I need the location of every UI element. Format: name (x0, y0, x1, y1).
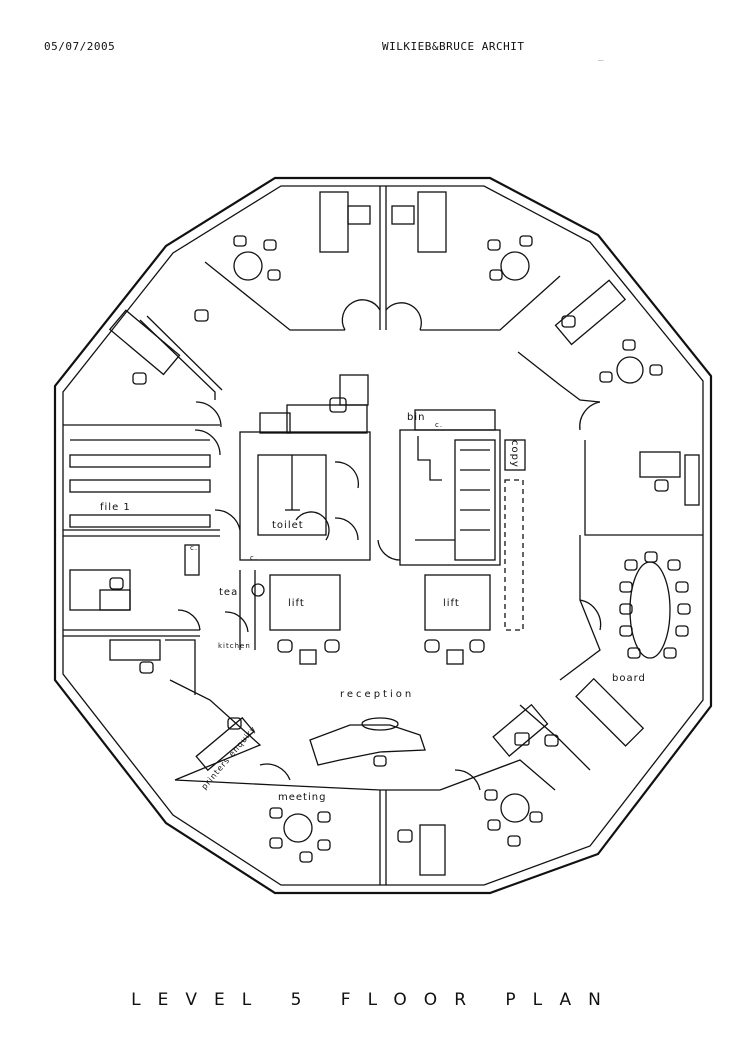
label-copy: copy (509, 440, 520, 468)
label-kitchen: kitchen (218, 642, 251, 650)
reception-desk (309, 717, 426, 767)
label-board: board (612, 673, 646, 684)
printers-bay (169, 679, 262, 781)
label-c-3: c. (435, 421, 443, 429)
label-bin: bin (407, 412, 425, 423)
plan-title: LEVEL 5 FLOOR PLAN (131, 990, 618, 1010)
east-office (584, 440, 703, 536)
label-tea: tea (219, 587, 238, 598)
bottom-right-offices (439, 677, 645, 847)
toilet-core (224, 374, 371, 650)
stair-core (377, 409, 526, 631)
header-firm: WILKIEB&BRUCE ARCHIT (382, 40, 525, 53)
label-c-1: c. (190, 544, 198, 552)
label-printers-enquiry: printers enquiry (200, 724, 258, 791)
top-right-offices (517, 279, 663, 431)
reception-seating (277, 639, 485, 665)
label-lift-right: lift (443, 598, 460, 609)
header-date: 05/07/2005 (44, 40, 116, 53)
inner-wall (62, 185, 704, 886)
top-left-office (108, 309, 223, 428)
label-lift-left: lift (288, 598, 305, 609)
label-reception: reception (340, 689, 414, 700)
label-c-2: c. (250, 554, 258, 562)
label-toilet: toilet (272, 520, 304, 531)
label-meeting: meeting (278, 792, 326, 803)
bottom-offices (174, 763, 481, 885)
label-file-1: file 1 (100, 502, 131, 513)
header-mark: _ (598, 52, 604, 62)
west-office (63, 544, 201, 695)
board-room (559, 535, 691, 681)
outer-wall (53, 176, 713, 895)
file-store (63, 424, 241, 537)
top-offices (204, 186, 561, 331)
